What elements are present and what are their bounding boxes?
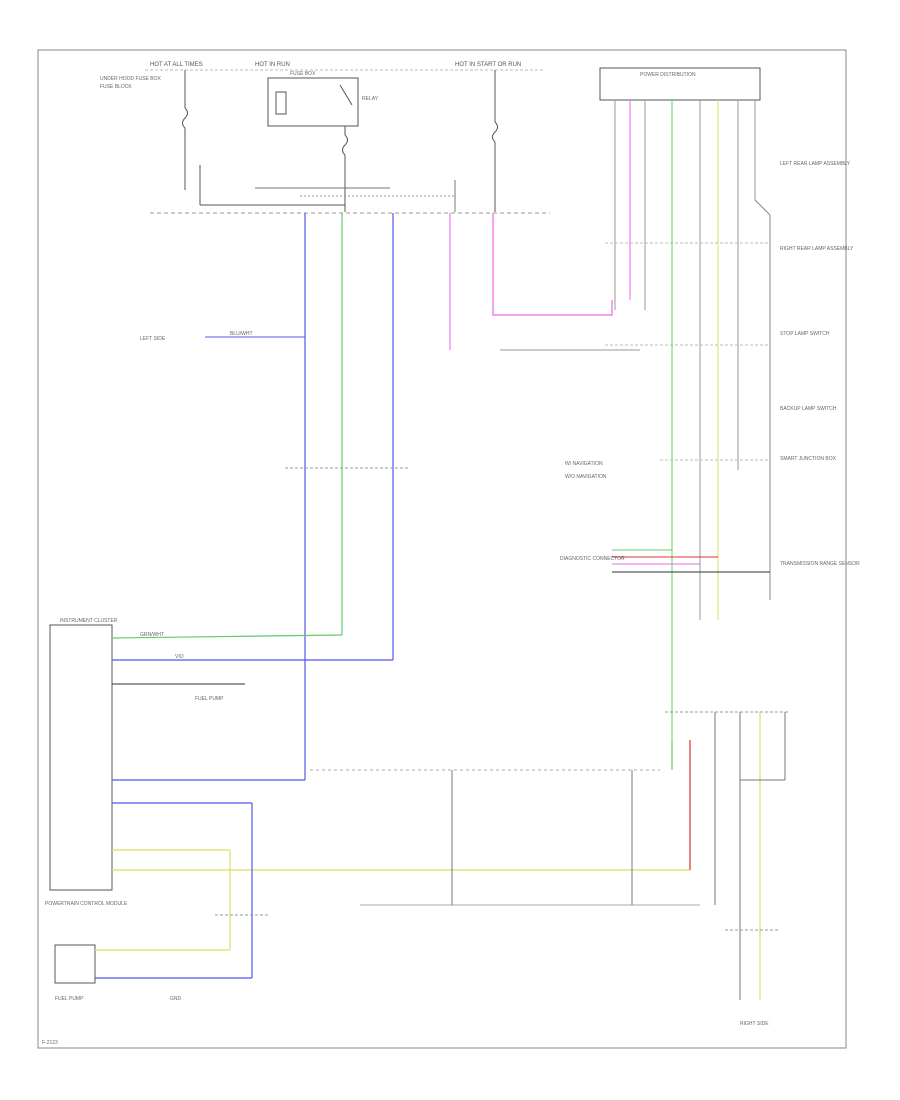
label-hot-in-run: HOT IN RUN: [255, 62, 290, 68]
label-right-rear: RIGHT REAR LAMP ASSEMBLY: [780, 246, 854, 252]
label-hot-in-start: HOT IN START OR RUN: [455, 62, 521, 68]
fuse-right: [492, 121, 498, 143]
label-fuel-pump-module: FUEL PUMP: [55, 996, 84, 1002]
pcm-box: [49, 624, 113, 891]
fuel-pump-box: [54, 944, 96, 984]
relay-box: [267, 77, 359, 127]
label-power-distribution: POWER DISTRIBUTION: [640, 72, 696, 78]
label-blu-wht: BLU/WHT: [230, 331, 253, 337]
label-fuel-pump-ref: FUEL PUMP: [195, 696, 224, 702]
label-vio: VIO: [175, 654, 184, 660]
label-left-side: LEFT SIDE: [140, 336, 166, 342]
wire-pcm-green: [111, 634, 343, 639]
label-left-rear: LEFT REAR LAMP ASSEMBLY: [780, 161, 851, 167]
label-transmission-range: TRANSMISSION RANGE SENSOR: [780, 561, 860, 567]
label-stop-lamp: STOP LAMP SWITCH: [780, 331, 830, 337]
label-fuse-box: FUSE BOX: [290, 71, 316, 77]
label-grn-wht: GRN/WHT: [140, 632, 164, 638]
relay-coil: [275, 91, 287, 115]
label-fuse-block: FUSE BLOCK: [100, 84, 132, 90]
label-under-hood: UNDER HOOD FUSE BOX: [100, 76, 162, 82]
label-wo-navigation: W/O NAVIGATION: [565, 474, 607, 480]
label-smart-junction: SMART JUNCTION BOX: [780, 456, 837, 462]
wire-right-bend: [754, 199, 771, 216]
fuse-mid: [342, 134, 348, 156]
label-backup-lamp: BACKUP LAMP SWITCH: [780, 406, 837, 412]
label-instrument-cluster: INSTRUMENT CLUSTER: [60, 618, 118, 624]
label-w-navigation: W/ NAVIGATION: [565, 461, 603, 467]
label-right-side: RIGHT SIDE: [740, 1021, 769, 1027]
fuse-left: [182, 107, 188, 129]
right-module-box: [599, 67, 761, 101]
label-gnd: GND: [170, 996, 182, 1002]
figure-number: F-2123: [42, 1040, 58, 1046]
label-hot-at-all-times: HOT AT ALL TIMES: [150, 62, 203, 68]
label-pcm: POWERTRAIN CONTROL MODULE: [45, 901, 128, 907]
diagram-frame: [37, 49, 847, 1049]
label-relay: RELAY: [362, 96, 379, 102]
wire-center-pink-2: [492, 213, 613, 316]
label-diagnostic-conn: DIAGNOSTIC CONNECTOR: [560, 556, 625, 562]
relay-switch: [339, 84, 353, 106]
